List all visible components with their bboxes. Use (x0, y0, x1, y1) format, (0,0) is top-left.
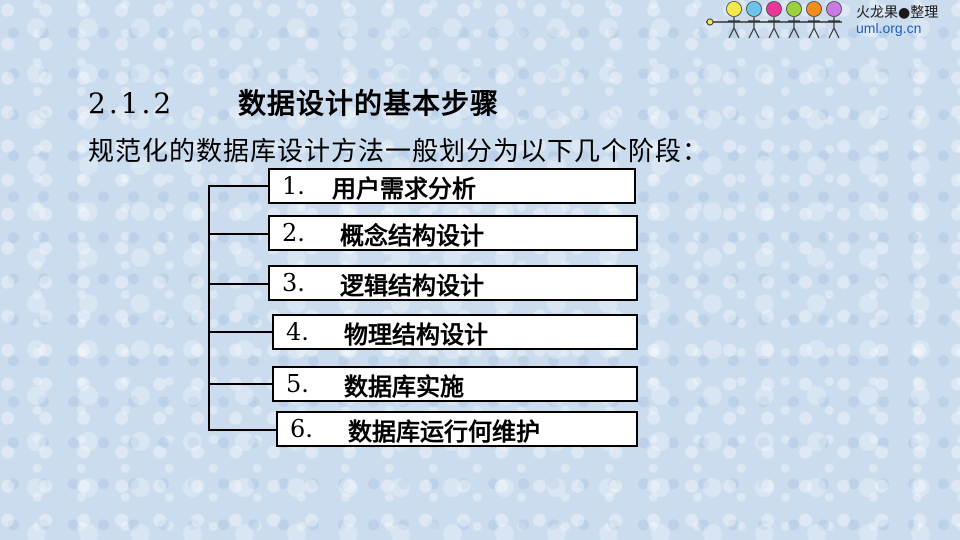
connector-line (208, 331, 274, 333)
figure-body (788, 17, 800, 39)
figure-body (808, 17, 820, 39)
stage-label: 数据库实施 (344, 371, 464, 401)
stage-label: 用户需求分析 (332, 173, 476, 203)
figure-body (728, 17, 740, 39)
connector-line (208, 233, 270, 235)
section-heading: 2.1.2 数据设计的基本步骤 (88, 82, 499, 122)
stage-box: 1. 用户需求分析 (268, 168, 636, 204)
stage-number: 3. (282, 269, 305, 297)
figure-body (768, 17, 780, 39)
stage-box: 5. 数据库实施 (272, 366, 638, 402)
logo: 火龙果●整理 uml.org.cn (704, 0, 954, 40)
stage-box: 6. 数据库运行何维护 (276, 411, 638, 447)
stage-number: 1. (282, 172, 305, 200)
stage-label: 物理结构设计 (344, 319, 488, 349)
figure-head (726, 1, 742, 17)
figure-body (748, 17, 760, 39)
stage-label: 逻辑结构设计 (340, 270, 484, 300)
connector-line (208, 383, 274, 385)
logo-url: uml.org.cn (856, 20, 922, 36)
figure-body (828, 17, 840, 39)
figure-head (806, 1, 822, 17)
logo-name: 火龙果●整理 (856, 5, 939, 21)
figure-head (766, 1, 782, 17)
stage-number: 6. (290, 415, 313, 443)
connector-line (208, 185, 270, 187)
stick-figures-logo-icon (706, 1, 842, 39)
intro-text: 规范化的数据库设计方法一般划分为以下几个阶段： (88, 137, 710, 167)
figure-head (786, 1, 802, 17)
bracket-connector (208, 185, 210, 430)
figure-head (746, 1, 762, 17)
logo-dot (706, 18, 714, 26)
stage-number: 5. (286, 370, 309, 398)
section-number: 2.1.2 (88, 87, 175, 120)
stage-label: 概念结构设计 (340, 220, 484, 250)
connector-line (208, 283, 270, 285)
connector-line (208, 429, 278, 431)
stage-number: 2. (282, 219, 305, 247)
stage-box: 4. 物理结构设计 (272, 314, 638, 350)
figure-head (826, 1, 842, 17)
stage-box: 2. 概念结构设计 (268, 215, 638, 251)
stage-label: 数据库运行何维护 (348, 416, 540, 446)
stage-box: 3. 逻辑结构设计 (268, 265, 638, 301)
stage-number: 4. (286, 318, 309, 346)
section-title: 数据设计的基本步骤 (238, 87, 500, 120)
